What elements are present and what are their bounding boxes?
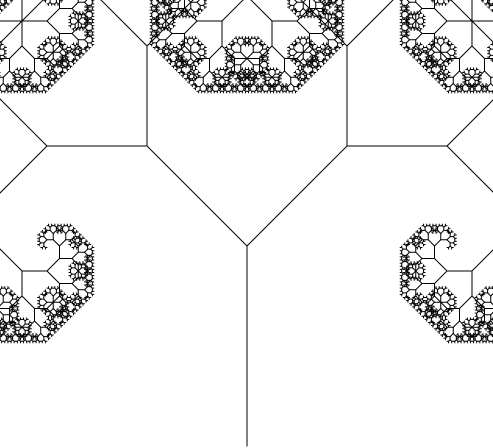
tree-branch xyxy=(21,326,26,331)
tree-branch xyxy=(0,310,4,316)
tree-branch xyxy=(46,270,60,284)
tree-branch xyxy=(84,276,89,281)
tree-branch xyxy=(34,320,42,328)
tree-branch xyxy=(27,320,35,328)
tree-branch xyxy=(46,301,54,309)
tree-branch xyxy=(71,301,76,306)
tree-branch xyxy=(59,239,67,247)
tree-branch xyxy=(71,251,79,259)
tree-branch xyxy=(43,301,48,306)
tree-branch xyxy=(77,270,82,275)
tree-branch xyxy=(18,323,23,328)
tree-branch xyxy=(49,320,54,325)
tree-branch xyxy=(52,239,60,247)
tree-branch xyxy=(0,320,4,325)
tree-branch xyxy=(2,292,7,297)
tree-branch xyxy=(74,270,79,275)
tree-branch xyxy=(71,298,76,303)
tree-branch xyxy=(43,236,48,241)
tree-branch xyxy=(74,295,79,300)
tree-branch xyxy=(84,286,89,291)
tree-branch xyxy=(49,292,54,297)
tree-branch xyxy=(9,298,14,303)
tree-branch xyxy=(9,320,17,328)
tree-branch xyxy=(9,295,23,309)
tree-branch xyxy=(71,276,79,284)
tree-branch xyxy=(43,298,48,303)
tree-branch xyxy=(59,301,64,306)
tree-branch xyxy=(71,239,76,244)
tree-branch xyxy=(74,267,79,272)
tree-branch xyxy=(0,98,48,147)
tree-branch xyxy=(49,229,54,234)
tree-branch xyxy=(18,326,23,331)
tree-branch xyxy=(84,273,89,278)
tree-branch xyxy=(77,267,82,272)
tree-branch xyxy=(27,332,32,338)
tree-branch xyxy=(59,314,64,319)
tree-branch xyxy=(0,301,4,307)
tree-branch xyxy=(84,289,89,294)
tree-branch xyxy=(52,295,60,303)
tree-branch xyxy=(46,323,51,328)
tree-branch xyxy=(40,332,45,338)
tree-branch xyxy=(46,307,54,316)
tree-branch xyxy=(65,229,70,234)
tree-branch xyxy=(46,258,60,272)
tree-branch xyxy=(21,295,35,309)
tree-branch xyxy=(146,145,248,247)
tree-branch xyxy=(52,292,57,297)
tree-branch xyxy=(62,229,67,234)
tree-branch xyxy=(71,283,79,291)
tree-branch xyxy=(52,229,57,234)
tree-branch xyxy=(15,332,20,338)
tree-branch xyxy=(0,292,4,297)
tree-branch xyxy=(49,307,54,313)
tree-branch xyxy=(0,145,48,194)
tree-branch xyxy=(84,251,89,256)
tree-branch xyxy=(9,314,14,319)
tree-branch xyxy=(59,298,64,303)
tree-branch xyxy=(37,332,42,338)
tree-branch xyxy=(74,242,79,247)
tree-branch xyxy=(0,248,23,272)
tree-branch xyxy=(9,301,14,306)
tree-branch xyxy=(77,242,82,247)
tree-branch xyxy=(71,258,79,266)
tree-branch xyxy=(2,332,7,338)
tree-branch xyxy=(59,311,64,316)
tree-branch xyxy=(9,311,14,316)
tree-branch xyxy=(46,326,51,331)
tree-branch xyxy=(84,261,89,266)
tree-branch xyxy=(43,239,48,244)
tree-branch xyxy=(84,248,89,253)
tree-branch xyxy=(21,323,26,328)
tree-branch xyxy=(52,307,57,313)
tree-branch xyxy=(12,332,17,338)
